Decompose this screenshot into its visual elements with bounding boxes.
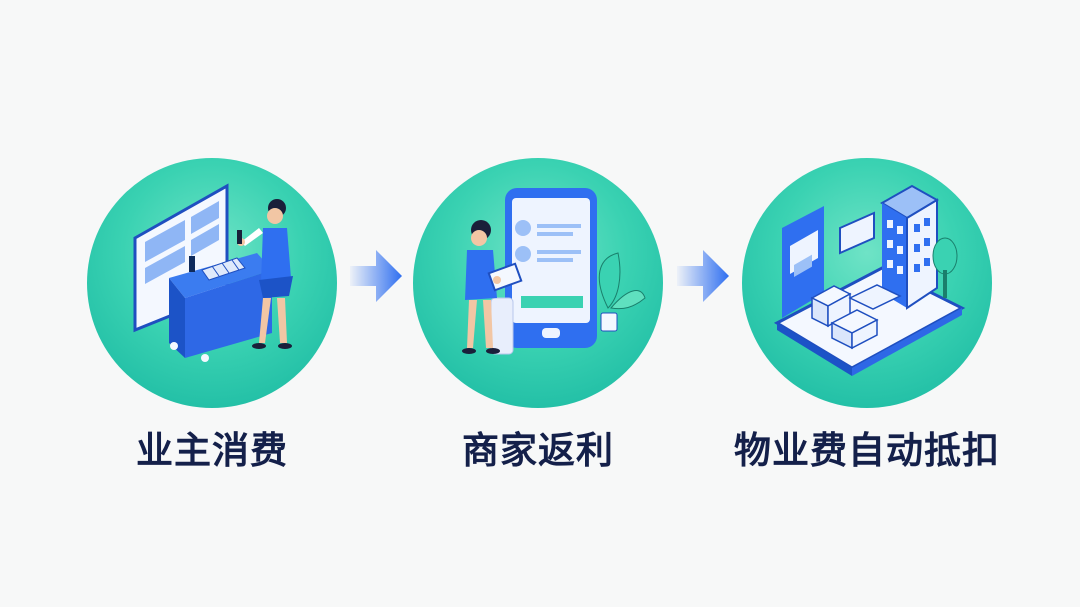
step-1-label: 业主消费 bbox=[136, 429, 288, 472]
arrow-right-icon bbox=[677, 250, 729, 302]
owner-shopping-illustration bbox=[133, 183, 293, 362]
property-fee-deduction-illustration bbox=[773, 184, 966, 376]
arrow-right-icon bbox=[350, 250, 402, 302]
step-2-label: 商家返利 bbox=[462, 429, 614, 472]
step-3-circle bbox=[742, 158, 992, 408]
step-2-circle bbox=[413, 158, 663, 408]
step-3-label: 物业费自动抵扣 bbox=[734, 429, 1000, 472]
step-1-circle bbox=[87, 158, 337, 408]
merchant-rebate-illustration bbox=[462, 188, 646, 355]
